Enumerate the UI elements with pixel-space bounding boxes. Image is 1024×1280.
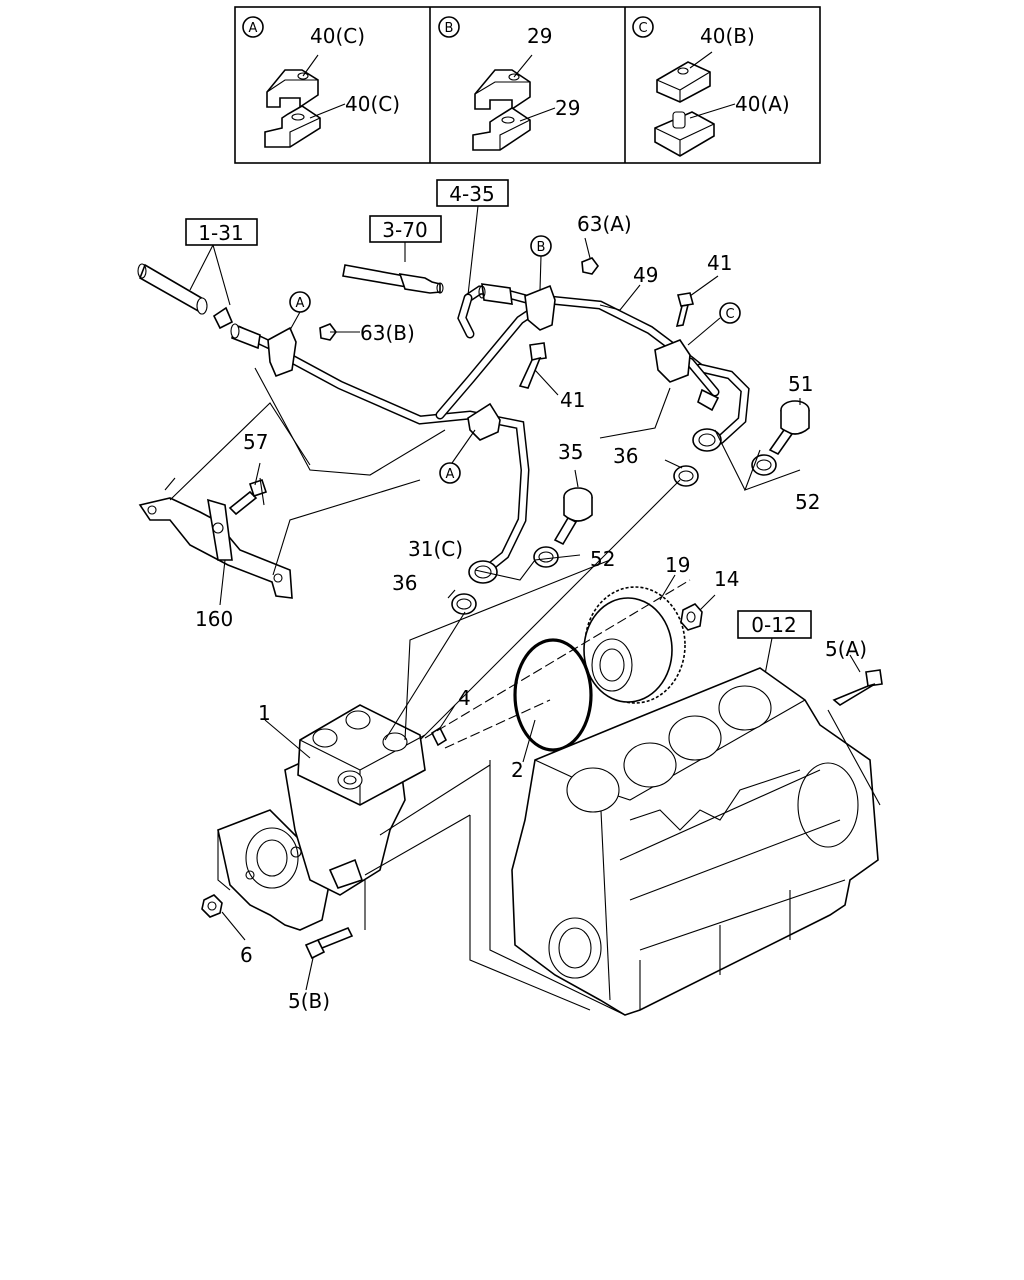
part-label-49: 49 (633, 263, 658, 287)
marker-circle-a (242, 16, 264, 38)
eyebolt-35 (553, 487, 593, 546)
part-label-41-top: 41 (707, 251, 732, 275)
part-labels: 63(A) 63(B) 49 41 41 51 52 36 35 57 31(C… (195, 212, 867, 1013)
inset-c-bottom-label: 40(A) (735, 92, 790, 116)
part-label-63b: 63(B) (360, 321, 415, 345)
part-label-31c: 31(C) (408, 537, 463, 561)
gear-19 (583, 586, 686, 704)
bolt-5a (832, 669, 883, 706)
key-4 (430, 726, 448, 747)
part-label-52-right: 52 (795, 490, 820, 514)
svg-text:A: A (446, 467, 455, 482)
clamp-c-upper-icon (656, 51, 713, 103)
ref-1-31[interactable]: 1-31 (185, 218, 258, 306)
part-label-19: 19 (665, 553, 690, 577)
nut-63b (319, 323, 337, 341)
inset-b-top-label: 29 (527, 24, 552, 48)
nut-63a (581, 257, 599, 275)
leader-lines (169, 237, 881, 1016)
eyebolt-51 (768, 400, 810, 456)
inset-panel (234, 6, 821, 164)
inset-a-top-label: 40(C) (310, 24, 365, 48)
part-label-2: 2 (511, 758, 524, 782)
inset-a-marker: A (249, 21, 258, 36)
svg-text:A: A (296, 296, 305, 311)
bolt-5b (304, 926, 354, 960)
ref-4-35[interactable]: 4-35 (436, 179, 509, 296)
pipe-3-70 (342, 264, 444, 294)
clamp-lower-icon (264, 103, 346, 148)
part-label-41-mid: 41 (560, 388, 585, 412)
svg-text:C: C (725, 307, 734, 322)
part-label-160: 160 (195, 607, 233, 631)
nut-6 (201, 894, 223, 918)
inset-a: A 40(C) 40(C) (242, 16, 400, 148)
inset-b-bottom-label: 29 (555, 96, 580, 120)
svg-text:0-12: 0-12 (751, 613, 796, 637)
washers (451, 454, 777, 615)
svg-text:B: B (537, 240, 546, 255)
part-label-52-mid: 52 (590, 547, 615, 571)
part-label-36-left: 36 (392, 571, 417, 595)
hose-1-31 (137, 263, 234, 330)
part-label-14: 14 (714, 567, 739, 591)
bracket-160 (138, 477, 293, 599)
svg-text:1-31: 1-31 (198, 221, 243, 245)
part-label-63a: 63(A) (577, 212, 632, 236)
marker-a-lower: A (439, 429, 476, 484)
part-label-1: 1 (258, 701, 271, 725)
inset-c-top-label: 40(B) (700, 24, 755, 48)
fuel-pump-1 (217, 704, 426, 931)
marker-b: B (530, 235, 552, 291)
marker-circle-c (632, 16, 654, 38)
nut-14 (680, 603, 703, 631)
bolt-41-top (675, 292, 695, 327)
marker-circle-b (438, 16, 460, 38)
inset-c-marker: C (638, 21, 647, 36)
part-label-35: 35 (558, 440, 583, 464)
part-label-6: 6 (240, 943, 253, 967)
marker-a-upper: A (289, 291, 311, 331)
clamp-b-lower-icon (472, 107, 556, 151)
inset-c: C 40(B) 40(A) (632, 16, 790, 157)
part-label-36-right: 36 (613, 444, 638, 468)
svg-text:3-70: 3-70 (382, 218, 427, 242)
o-ring-2 (513, 638, 593, 752)
bolt-41-mid (518, 342, 547, 389)
clamp-upper-icon (266, 54, 319, 109)
part-label-51: 51 (788, 372, 813, 396)
pipe-clamps (267, 284, 691, 441)
marker-c: C (687, 302, 741, 346)
engine-block-0-12 (511, 667, 879, 1016)
clamp-c-lower-icon (654, 103, 736, 157)
clamp-b-upper-icon (474, 54, 533, 111)
inset-b-marker: B (445, 21, 454, 36)
part-label-57: 57 (243, 430, 268, 454)
inset-b: B 29 29 (438, 16, 580, 151)
part-label-5a: 5(A) (825, 637, 867, 661)
part-label-4: 4 (458, 686, 471, 710)
svg-text:4-35: 4-35 (449, 182, 494, 206)
ref-3-70[interactable]: 3-70 (369, 215, 442, 262)
inset-a-bottom-label: 40(C) (345, 92, 400, 116)
pipe-fittings (230, 283, 722, 584)
part-label-5b: 5(B) (288, 989, 330, 1013)
